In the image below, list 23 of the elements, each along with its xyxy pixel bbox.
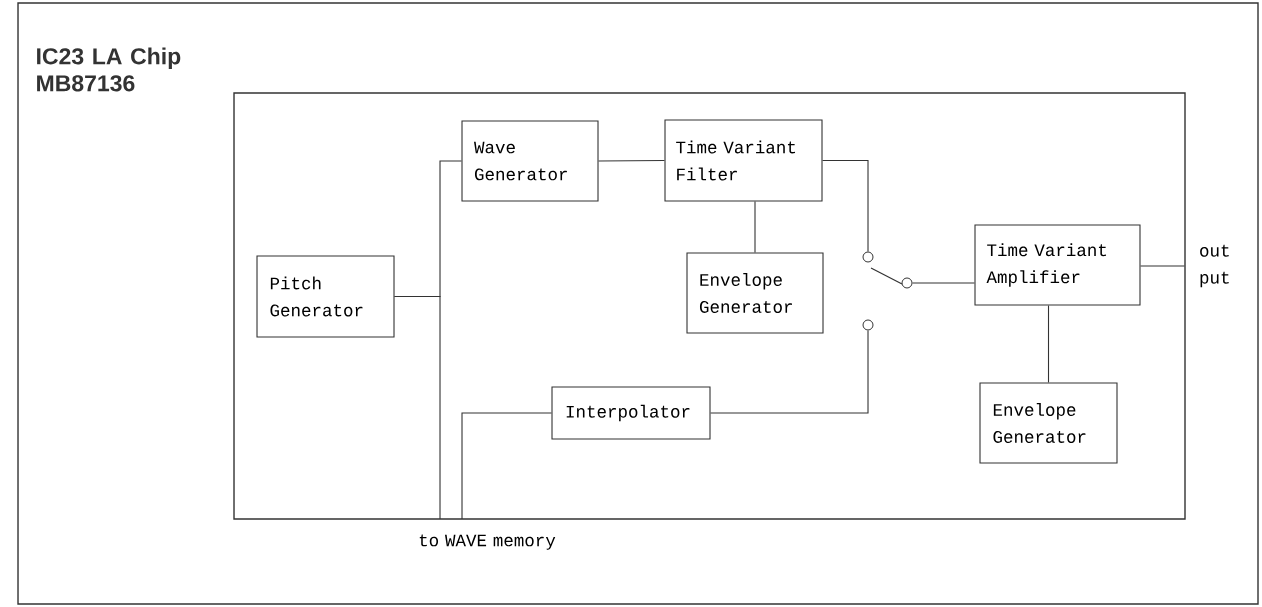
connector-line [461,412,552,520]
connector-line [1140,265,1185,267]
function-block: Pitch Generator [256,255,395,338]
connector-line [598,159,665,162]
function-block: Wave Generator [461,120,599,202]
connector-line [710,329,869,414]
switch-terminal [862,251,874,263]
connector-line [394,295,441,520]
connector-line [754,201,756,253]
function-block: Envelope Generator [979,382,1118,464]
function-block: Time Variant Amplifier [974,224,1141,306]
function-block: Time Variant Filter [664,119,823,202]
switch-terminal [901,277,913,289]
connector-line [822,159,869,253]
switch-terminal [862,319,874,331]
connector-line [1047,305,1050,383]
chip-outline [233,92,1186,520]
function-block: Envelope Generator [686,252,824,334]
memory-label: to WAVE memory [419,534,556,550]
connector-line [911,282,975,284]
chip-title: IC23 LA Chip MB87136 [37,47,181,92]
function-block: Interpolator [551,386,711,440]
output-label: out put [1200,244,1229,288]
